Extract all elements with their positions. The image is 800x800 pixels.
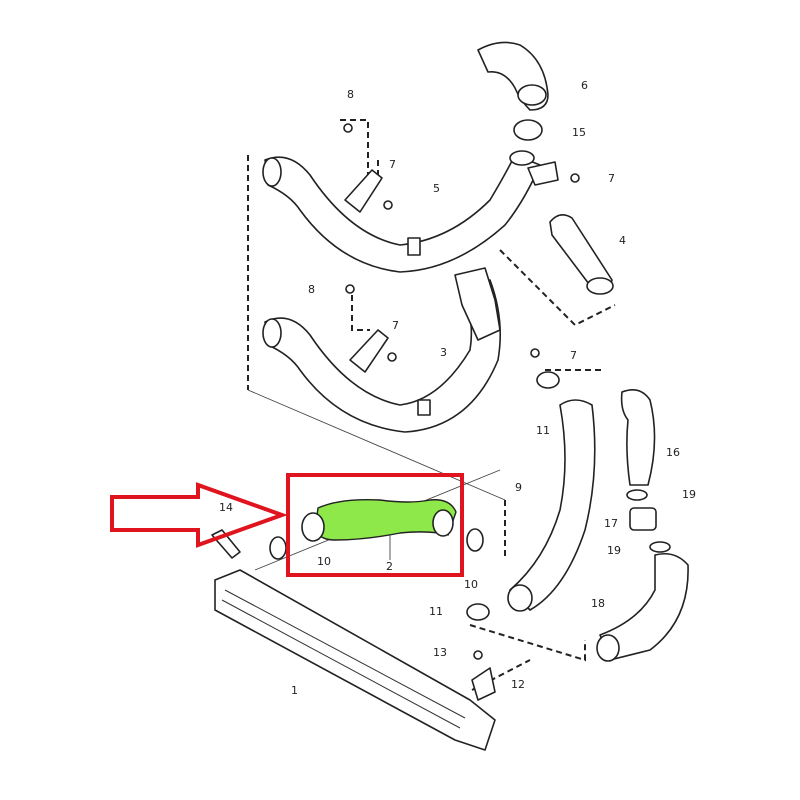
intercooler-fins [221,589,466,729]
callout-5: 5 [433,182,440,195]
part-5-end [262,157,282,187]
part-5-bracket [527,161,559,186]
part-1-intercooler [214,569,496,751]
callout-15: 15 [572,126,586,139]
callout-12: 12 [511,678,525,691]
callout-19: 19 [607,544,621,557]
part-18-end [596,634,620,662]
part-19-clamp [649,541,671,553]
callout-4: 4 [619,234,626,247]
part-3-lower-pipe [264,279,502,433]
part-4-end [586,277,614,295]
callout-9: 9 [515,481,522,494]
part-9-end [507,584,533,612]
callout-13: 13 [433,646,447,659]
assembly-dashed-lines [247,119,616,691]
part-5-upper-pipe [264,154,541,273]
part-3-end [262,318,282,348]
part-5-end [509,150,535,166]
part-10-clamp [466,528,484,552]
callout-7: 7 [392,319,399,332]
callout-labels: 8 6 15 7 7 5 4 8 7 3 7 11 16 9 19 14 17 10 2 19 10 18 11 13 12 1 [219,79,696,697]
callout-10: 10 [317,555,331,568]
part-17-coupler [629,507,657,531]
part-18-hose [599,552,689,661]
part-3-bracket [349,329,389,373]
callout-2: 2 [386,560,393,573]
part-12-bracket [471,667,496,701]
callout-7: 7 [570,349,577,362]
callout-7: 7 [389,158,396,171]
callout-11: 11 [429,605,443,618]
callout-18: 18 [591,597,605,610]
part-6-end [517,84,547,106]
callout-17: 17 [604,517,618,530]
part-5-bracket [344,169,383,213]
callout-1: 1 [291,684,298,697]
callout-16: 16 [666,446,680,459]
part-2-end [432,509,454,537]
callout-11: 11 [536,424,550,437]
part-3-bellows [454,267,501,341]
highlight-arrow [110,482,288,548]
part-5-bracket [407,237,421,256]
part-16-hose [620,389,656,486]
callout-14: 14 [219,501,233,514]
part-11-clamp [536,371,560,389]
callout-3: 3 [440,346,447,359]
highlight-box [286,473,464,577]
bolts [343,123,580,660]
callout-8: 8 [308,283,315,296]
part-3-bracket [417,399,431,416]
part-2-end [301,512,325,542]
callout-6: 6 [581,79,588,92]
callout-19: 19 [682,488,696,501]
callout-8: 8 [347,88,354,101]
part-11-clamp [466,603,490,621]
part-10-clamp [269,536,287,560]
part-19-clamp [626,489,648,501]
part-9-hose [509,399,596,611]
callout-7: 7 [608,172,615,185]
callout-10: 10 [464,578,478,591]
part-15-clamp [513,119,543,141]
